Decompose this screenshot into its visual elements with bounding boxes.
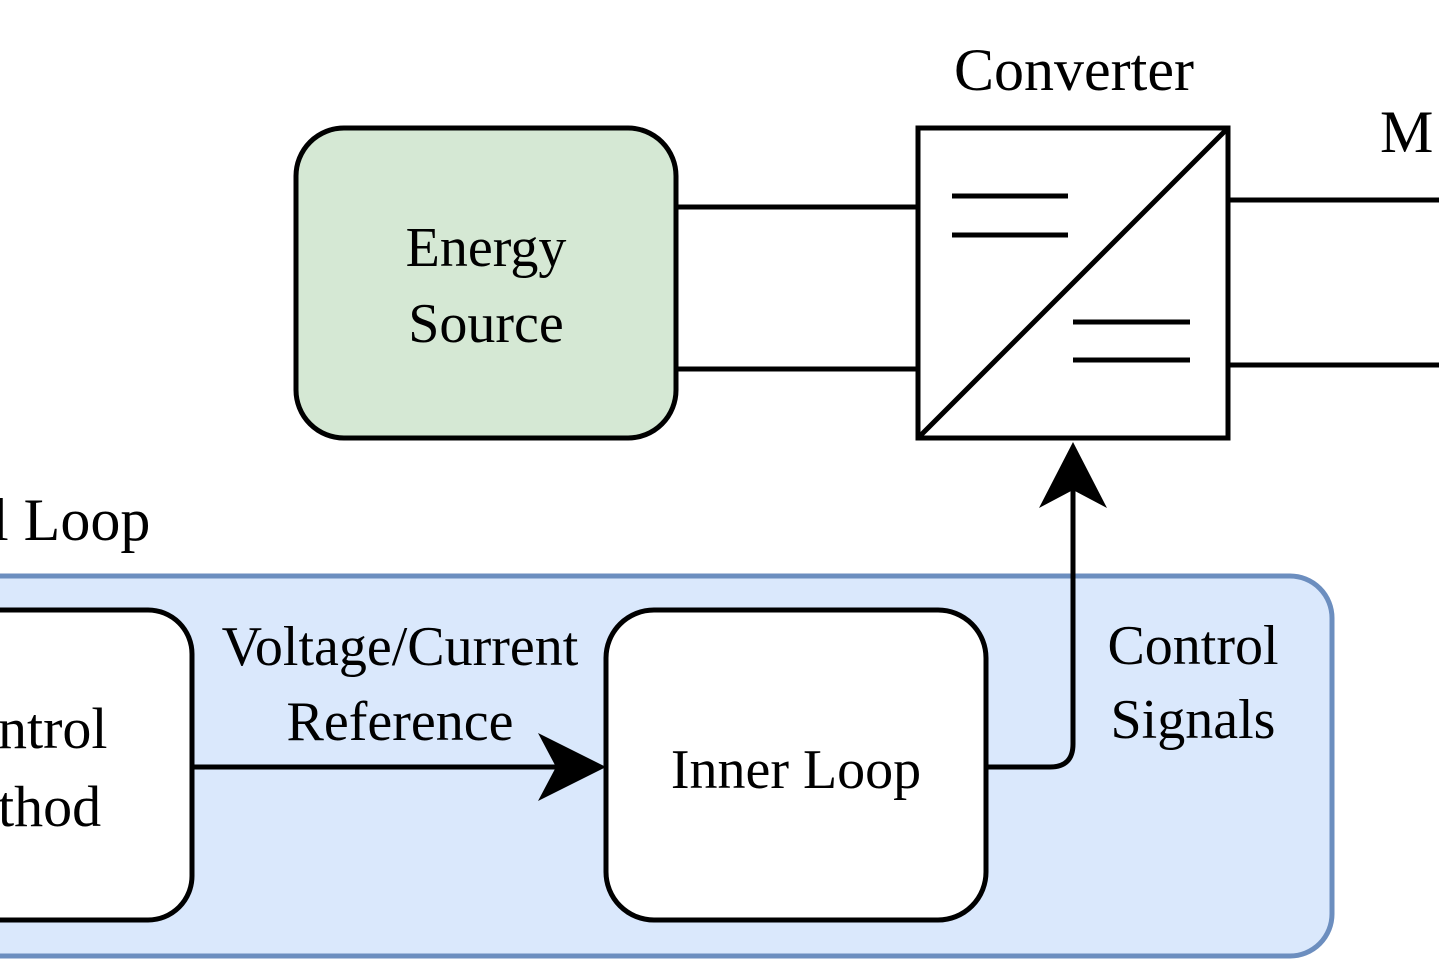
reference-arrowhead [538, 733, 606, 801]
converter-title: Converter [954, 37, 1194, 103]
control-signals-arrow-line [986, 490, 1076, 770]
control-signals-arrowhead [1039, 442, 1107, 508]
energy-source-block [293, 125, 679, 441]
control-method-label-line1: ntrol [0, 696, 108, 761]
inner-loop-label: Inner Loop [671, 739, 921, 801]
control-signals-label-line2: Signals [1111, 689, 1276, 751]
energy-source-label-line1: Energy [406, 217, 567, 279]
outer-loop-title: l Loop [0, 487, 150, 553]
control-signals-label-line1: Control [1107, 615, 1278, 677]
reference-label-line1: Voltage/Current [222, 616, 579, 678]
converter-block [915, 125, 1231, 441]
control-method-block [0, 607, 195, 923]
control-method-label-line2: thod [0, 774, 101, 839]
energy-source-label-line2: Source [408, 293, 564, 355]
output-label-partial: M [1380, 99, 1433, 165]
reference-label-line2: Reference [287, 691, 514, 753]
